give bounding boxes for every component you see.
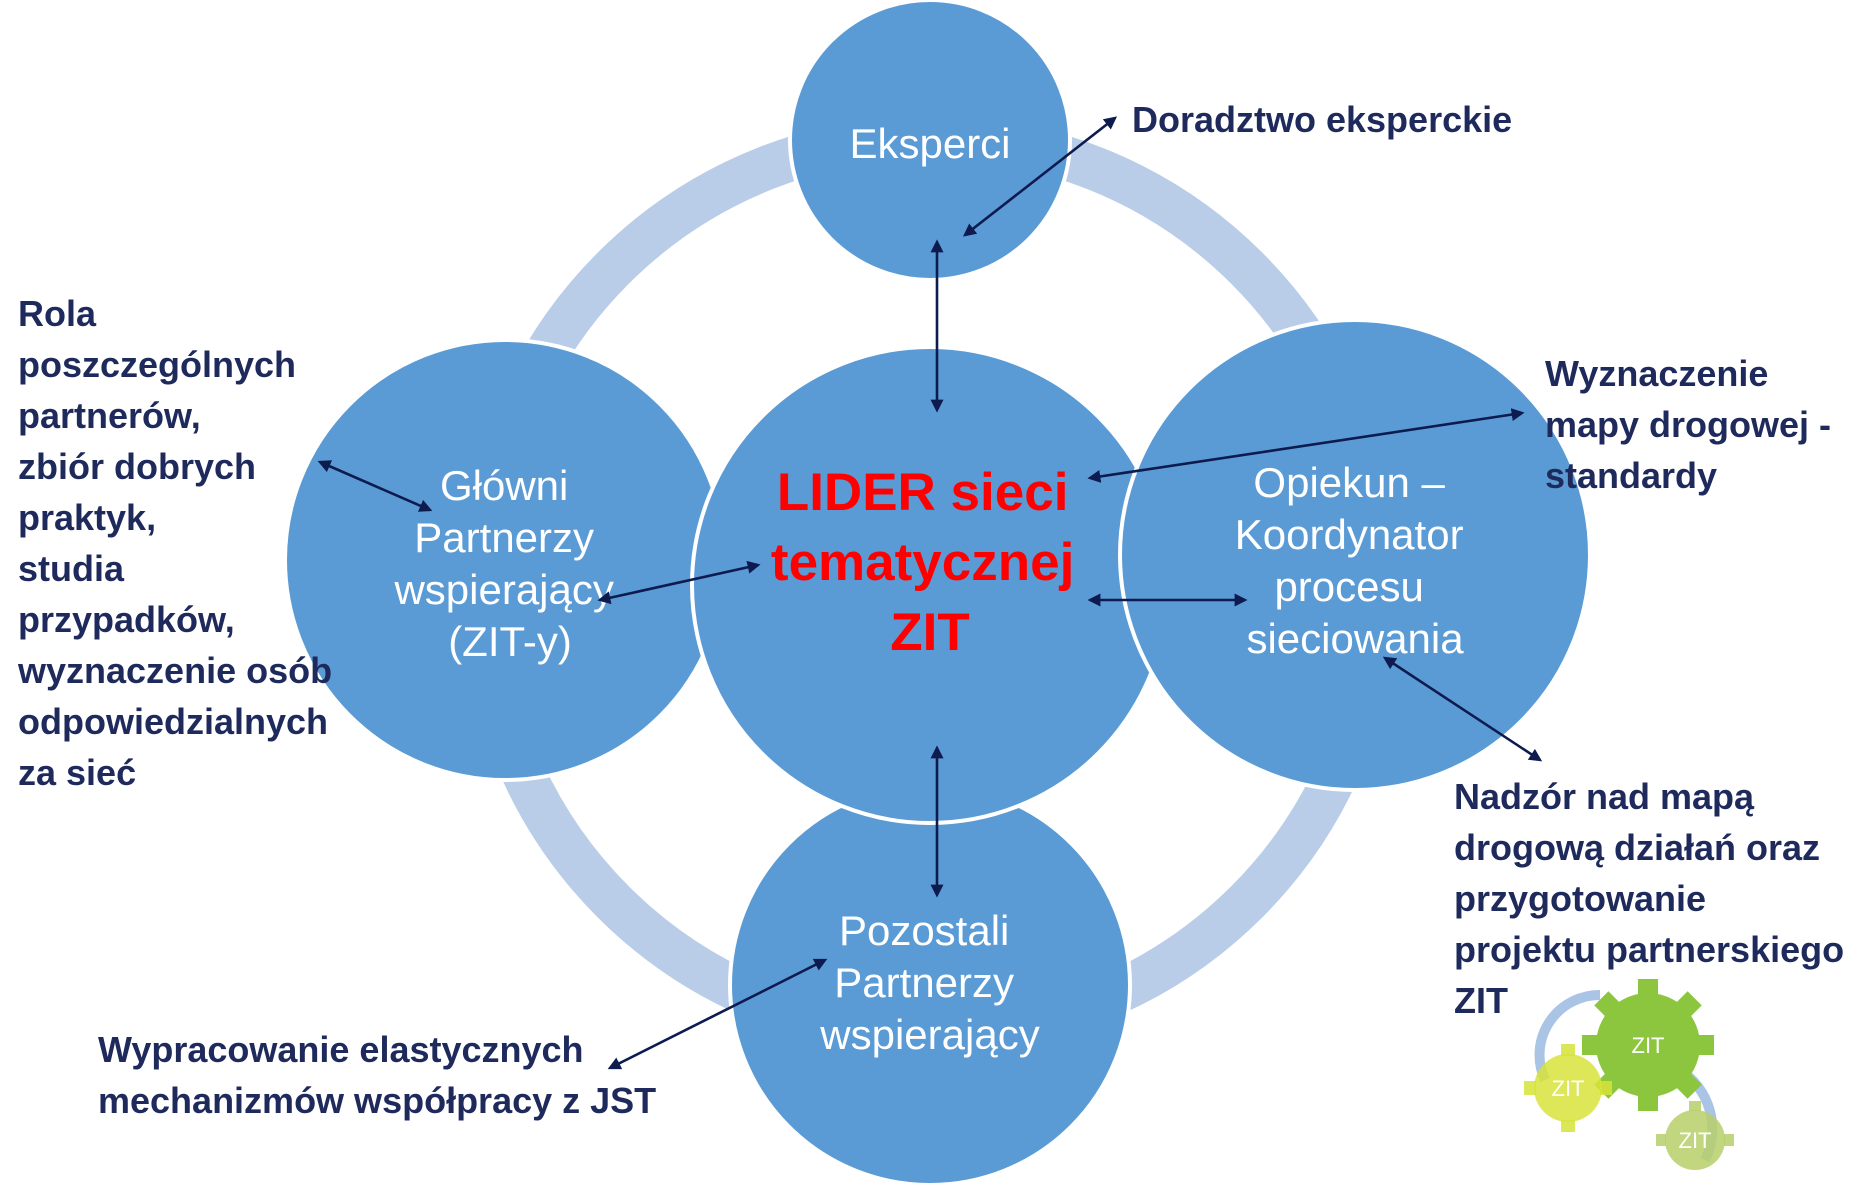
arrow-bottom-mechanisms [607, 958, 828, 1070]
gear-label: ZIT [1552, 1076, 1585, 1101]
annotation-roadmap-supervision: Nadzór nad mapą drogową działań oraz prz… [1454, 771, 1844, 1026]
annotation-line: studia [18, 548, 125, 589]
node-left-line: (ZIT-y) [448, 618, 572, 665]
node-bottom-line: wspierający [819, 1011, 1039, 1058]
annotation-line: standardy [1545, 455, 1718, 496]
node-top-experts: Eksperci [788, 0, 1072, 282]
center-title-line: tematycznej [771, 533, 1074, 592]
annotation-roadmap-standards: Wyznaczenie mapy drogowej - standardy [1545, 348, 1831, 501]
node-bottom-line: Pozostali [839, 907, 1009, 954]
annotation-line: Rola [18, 293, 97, 334]
annotation-line: Wyznaczenie [1545, 353, 1769, 394]
annotation-line: Doradztwo eksperckie [1132, 99, 1513, 140]
annotation-line: Wypracowanie elastycznych [98, 1029, 584, 1070]
annotation-line: poszczególnych [18, 344, 297, 385]
node-right-line: sieciowania [1246, 615, 1464, 662]
annotation-line: przypadków, [18, 599, 235, 640]
annotation-line: mapy drogowej - [1545, 404, 1832, 445]
annotation-line: za sieć [18, 752, 137, 793]
annotation-line: drogową działań oraz [1454, 827, 1821, 868]
arrow-left-annotation [317, 460, 433, 512]
node-top-line: Eksperci [849, 120, 1010, 167]
node-right-coordinator: Opiekun – Koordynator procesu sieciowani… [1118, 318, 1592, 792]
svg-text:Eksperci: Eksperci [849, 120, 1010, 167]
svg-text:Pozostali Partnerzy: Pozostali Partnerzy wspierający [819, 907, 1039, 1058]
center-title-line: LIDER sieci [777, 463, 1069, 522]
annotation-line: partnerów, [18, 395, 201, 436]
annotation-partner-roles: Rola poszczególnych partnerów, zbiór dob… [18, 288, 332, 798]
annotation-line: zbiór dobrych [18, 446, 257, 487]
node-left-line: wspierający [393, 566, 613, 613]
node-center-leader: LIDER sieci tematycznej ZIT [690, 345, 1170, 825]
zit-gears-illustration: ZIT ZIT ZIT [1524, 979, 1734, 1170]
node-left-line: Partnerzy [414, 514, 594, 561]
annotation-line: mechanizmów współpracy z JST [98, 1080, 657, 1121]
annotation-line: ZIT [1454, 980, 1508, 1021]
gear-bottom-icon: ZIT [1656, 1101, 1734, 1170]
gear-label: ZIT [1632, 1033, 1665, 1058]
node-left-line: Główni [440, 462, 568, 509]
gear-large-icon: ZIT [1582, 979, 1714, 1111]
gear-label: ZIT [1679, 1128, 1712, 1153]
annotation-line: wyznaczenie osób [18, 650, 333, 691]
annotation-line: odpowiedzialnych [18, 701, 329, 742]
arrow-coordinator-supervision [1382, 656, 1543, 762]
annotation-cooperation-mechanisms: Wypracowanie elastycznych mechanizmów ws… [98, 1024, 656, 1126]
node-bottom-line: Partnerzy [834, 959, 1014, 1006]
node-left-main-partners: Główni Partnerzy wspierający (ZIT-y) [283, 338, 727, 782]
node-right-line: Koordynator [1235, 511, 1464, 558]
svg-text:LIDER sieci tematycznej: LIDER sieci tematycznej ZIT [771, 463, 1089, 662]
annotation-line: przygotowanie [1454, 878, 1707, 919]
svg-text:Główni Partnerzy w: Główni Partnerzy wspierający (ZIT-y) [393, 462, 625, 665]
arrow-left-center [597, 560, 761, 605]
annotation-line: praktyk, [18, 497, 157, 538]
annotation-expert-advice: Doradztwo eksperckie [1132, 94, 1512, 145]
arrow-experts-advisory [962, 116, 1118, 237]
annotation-line: Nadzór nad mapą [1454, 776, 1755, 817]
center-title-line: ZIT [890, 603, 969, 662]
arrow-center-roadmap [1087, 408, 1525, 483]
node-bottom-other-partners: Pozostali Partnerzy wspierający [728, 783, 1132, 1183]
svg-text:Opiekun – Koordynator: Opiekun – Koordynator procesu sieciowani… [1235, 459, 1475, 662]
node-right-line: procesu [1274, 563, 1423, 610]
gear-left-icon: ZIT [1524, 1044, 1612, 1132]
gear-cycle-arrow-icon [1534, 989, 1601, 1083]
node-right-line: Opiekun – [1253, 459, 1445, 506]
annotation-line: projektu partnerskiego [1454, 929, 1845, 970]
